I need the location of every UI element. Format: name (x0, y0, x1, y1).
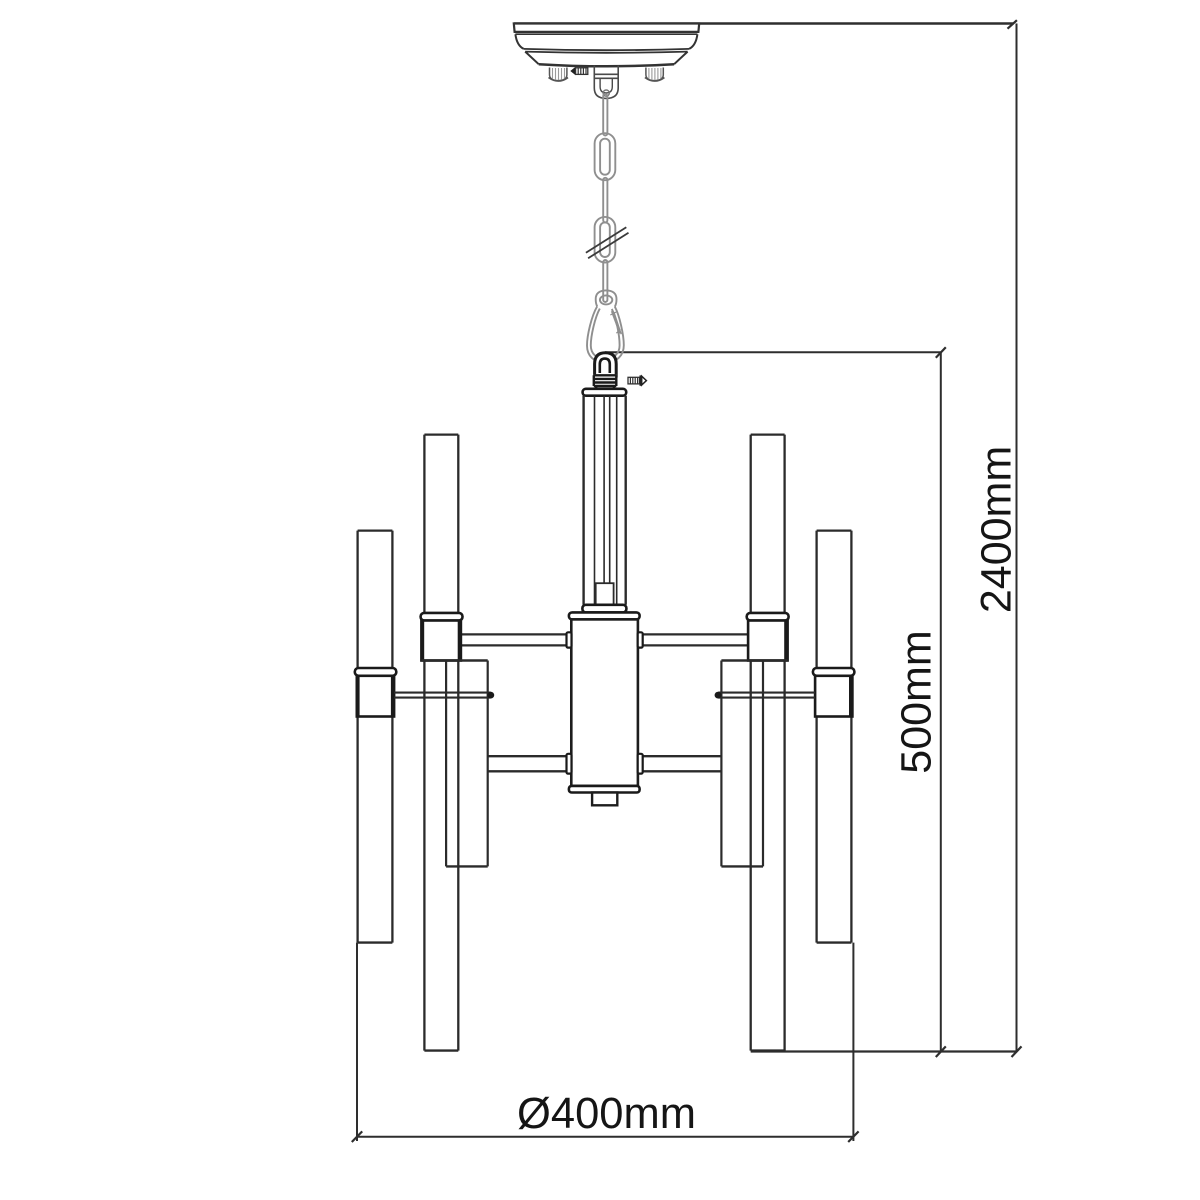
svg-text:2400mm: 2400mm (973, 446, 1021, 613)
svg-text:Ø400mm: Ø400mm (517, 1090, 696, 1138)
svg-text:500mm: 500mm (893, 630, 941, 773)
